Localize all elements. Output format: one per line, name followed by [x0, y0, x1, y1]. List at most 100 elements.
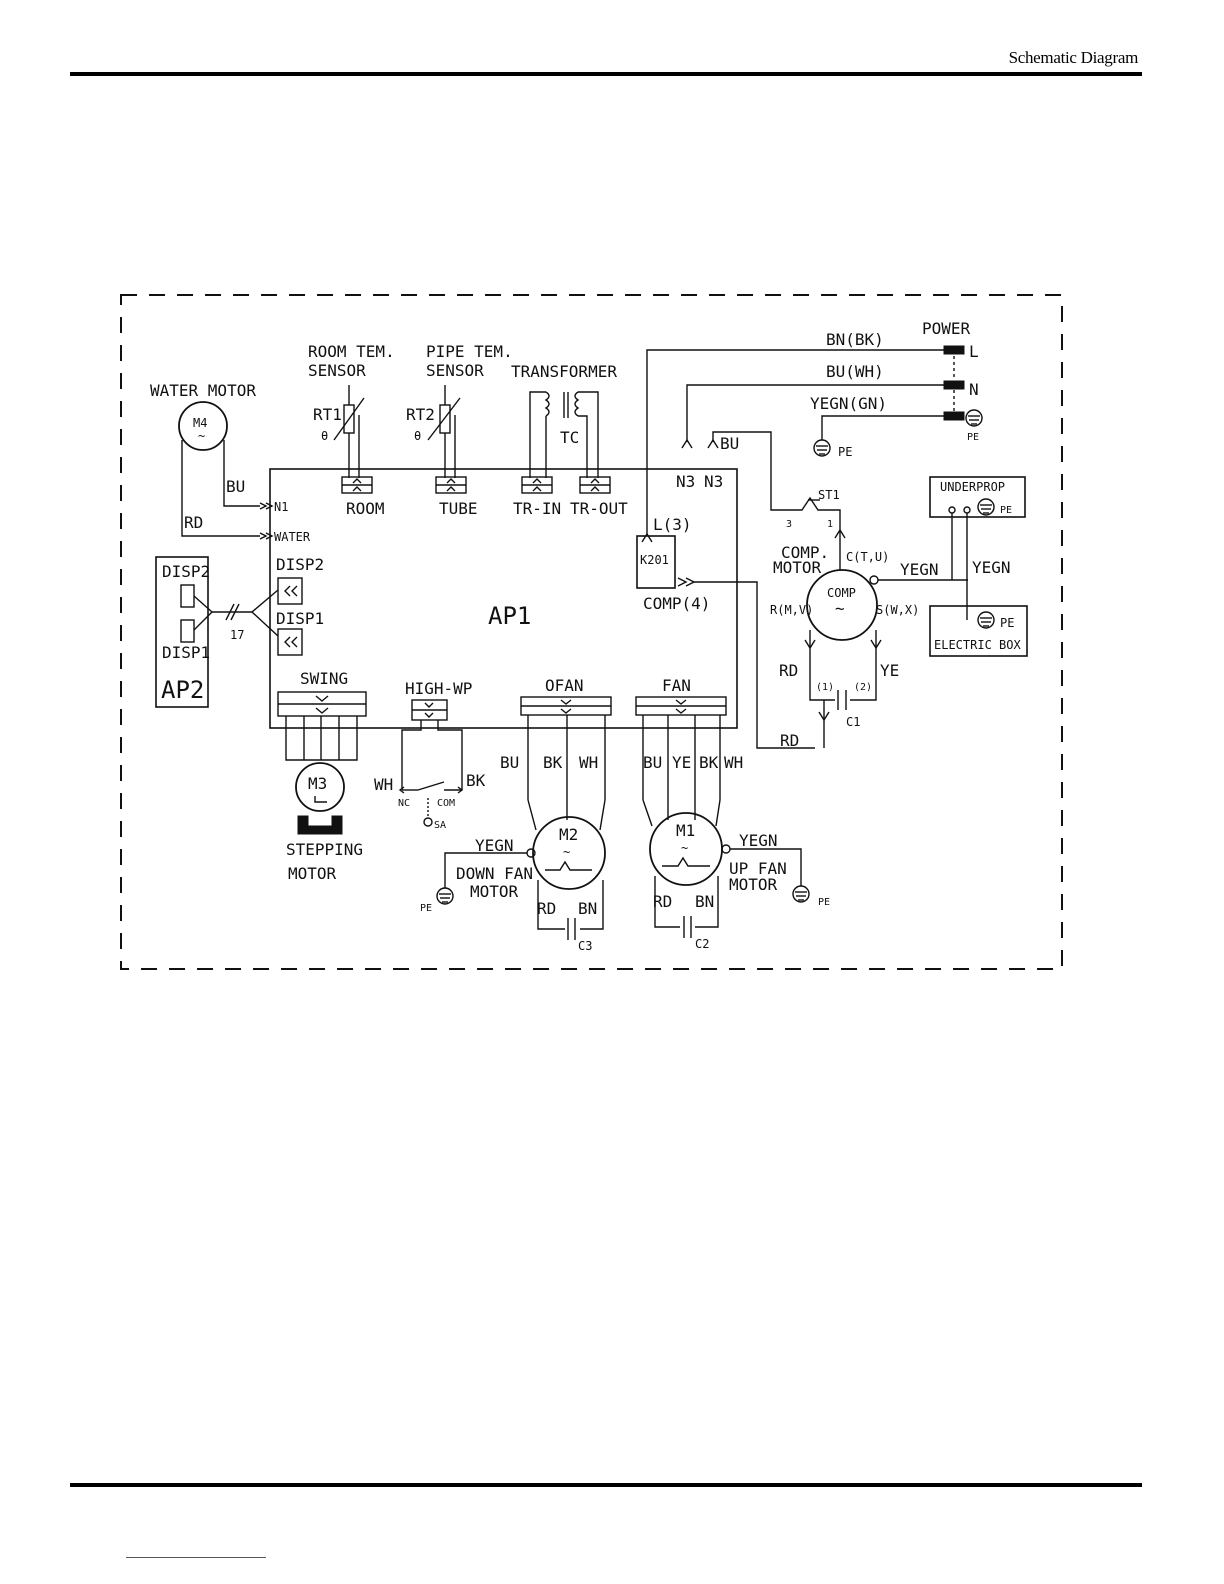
n3-label-2: N3: [704, 472, 723, 491]
m3-label: M3: [308, 774, 327, 793]
m4-label: M4: [193, 416, 207, 430]
fan-label: FAN: [662, 676, 691, 695]
power-pe-label: PE: [967, 432, 979, 443]
m4-tilde: ~: [198, 429, 205, 443]
st1-pin3: 3: [786, 519, 792, 530]
connector-high-wp: [411, 699, 448, 721]
nc-label: NC: [398, 798, 410, 809]
n1-label: N1: [274, 500, 288, 514]
m1-label: M1: [676, 821, 695, 840]
wire-bu-st1: [712, 431, 790, 511]
c1-pin1: (1): [816, 682, 834, 693]
pressure-switch-contact: [417, 781, 445, 791]
pe-label-1: PE: [838, 445, 852, 459]
ofan-label: OFAN: [545, 676, 584, 695]
rd-label-c1: RD: [779, 661, 798, 680]
m2-pe-label: PE: [420, 903, 432, 914]
room-label: ROOM: [346, 499, 385, 518]
bk-label-ofan: BK: [543, 753, 563, 772]
yegn-label-comp: YEGN: [900, 560, 939, 579]
terminal-pe: [943, 411, 965, 421]
rt2-theta: θ: [414, 429, 421, 443]
disp2-label-ap1: DISP2: [276, 555, 324, 574]
comp-motor-label-2: MOTOR: [773, 558, 822, 577]
wh-label-hp: WH: [374, 775, 393, 794]
rt1-label: RT1: [313, 405, 342, 424]
up-fan-label-1: UP FAN: [729, 859, 787, 878]
ap1-board: [269, 468, 738, 729]
tr-out-label: TR-OUT: [570, 499, 628, 518]
m1-pe-label: PE: [818, 897, 830, 908]
disp1-element: [180, 619, 195, 643]
connector-room: [341, 476, 373, 494]
sa-label: SA: [434, 820, 446, 831]
k201-label: K201: [640, 553, 669, 567]
comp4-label: COMP(4): [643, 594, 710, 613]
rt2-thermistor: [439, 404, 451, 434]
n3-label-1: N3: [676, 472, 695, 491]
bk-label-hp: BK: [466, 771, 486, 790]
wire-bn-bk: [646, 349, 944, 534]
power-l-label: L: [969, 342, 979, 361]
electric-box: [929, 605, 1028, 657]
underprop-ground-icon: [977, 498, 995, 516]
m2-tilde: ~: [563, 845, 570, 859]
yegn-label-m2: YEGN: [475, 836, 514, 855]
compressor-motor: [806, 569, 878, 641]
wh-label-ofan: WH: [579, 753, 598, 772]
pe-ground-icon-1: [813, 439, 831, 457]
footer-link-underline: [126, 1557, 266, 1558]
power-n-label: N: [969, 380, 979, 399]
stepping-motor-label: MOTOR: [288, 864, 337, 883]
c1-label: C1: [846, 715, 860, 729]
ye-label-c1: YE: [880, 661, 899, 680]
ap2-board: [155, 556, 209, 708]
power-label: POWER: [922, 319, 971, 338]
underprop-pe-label: PE: [1000, 505, 1012, 516]
m1-tilde: ~: [681, 841, 688, 855]
footer-rule: [70, 1483, 1142, 1487]
down-fan-label-2: MOTOR: [470, 882, 519, 901]
disp2-label-ap2: DISP2: [162, 562, 210, 581]
bu-label-fan: BU: [643, 753, 662, 772]
bn-label-m2: BN: [578, 899, 597, 918]
connector-disp1: [277, 628, 303, 656]
pipe-sensor-label-2: SENSOR: [426, 361, 484, 380]
ap2-label: AP2: [161, 676, 204, 704]
bk-label-fan: BK: [699, 753, 719, 772]
bu-label-ofan: BU: [500, 753, 519, 772]
water-label: WATER: [274, 530, 311, 544]
com-label: COM: [437, 798, 455, 809]
yegn-label-ebox: YEGN: [972, 558, 1011, 577]
underprop-box: [929, 476, 1026, 518]
wh-label-fan: WH: [724, 753, 743, 772]
st1-pin1: 1: [827, 519, 833, 530]
wire-m2-yegn: [444, 852, 527, 888]
power-ground-icon: [965, 409, 983, 427]
r-mv-label: R(M,V): [770, 603, 813, 617]
k201-relay: [636, 535, 676, 589]
connector-fan: [635, 696, 727, 716]
disp1-label-ap2: DISP1: [162, 643, 210, 662]
rd-label-water: RD: [184, 513, 203, 532]
down-fan-label-1: DOWN FAN: [456, 864, 533, 883]
comp-motor-label-1: COMP.: [781, 543, 829, 562]
water-motor-label: WATER MOTOR: [150, 381, 256, 400]
tr-in-label: TR-IN: [513, 499, 561, 518]
rt2-label: RT2: [406, 405, 435, 424]
st1-label: ST1: [818, 488, 840, 502]
st1-switch: [790, 496, 841, 528]
harness-17-label: 17: [230, 628, 244, 642]
connector-disp2: [277, 577, 303, 605]
rt1-theta: θ: [321, 429, 328, 443]
c2-label: C2: [695, 937, 709, 951]
m2-ground-icon: [436, 887, 454, 905]
tc-label: TC: [560, 428, 579, 447]
transformer-label: TRANSFORMER: [511, 362, 617, 381]
tube-label: TUBE: [439, 499, 478, 518]
m2-label: M2: [559, 825, 578, 844]
wire-bu-wh-label: BU(WH): [826, 362, 884, 381]
header-rule: [70, 72, 1142, 76]
sa-sensor: [423, 817, 433, 827]
